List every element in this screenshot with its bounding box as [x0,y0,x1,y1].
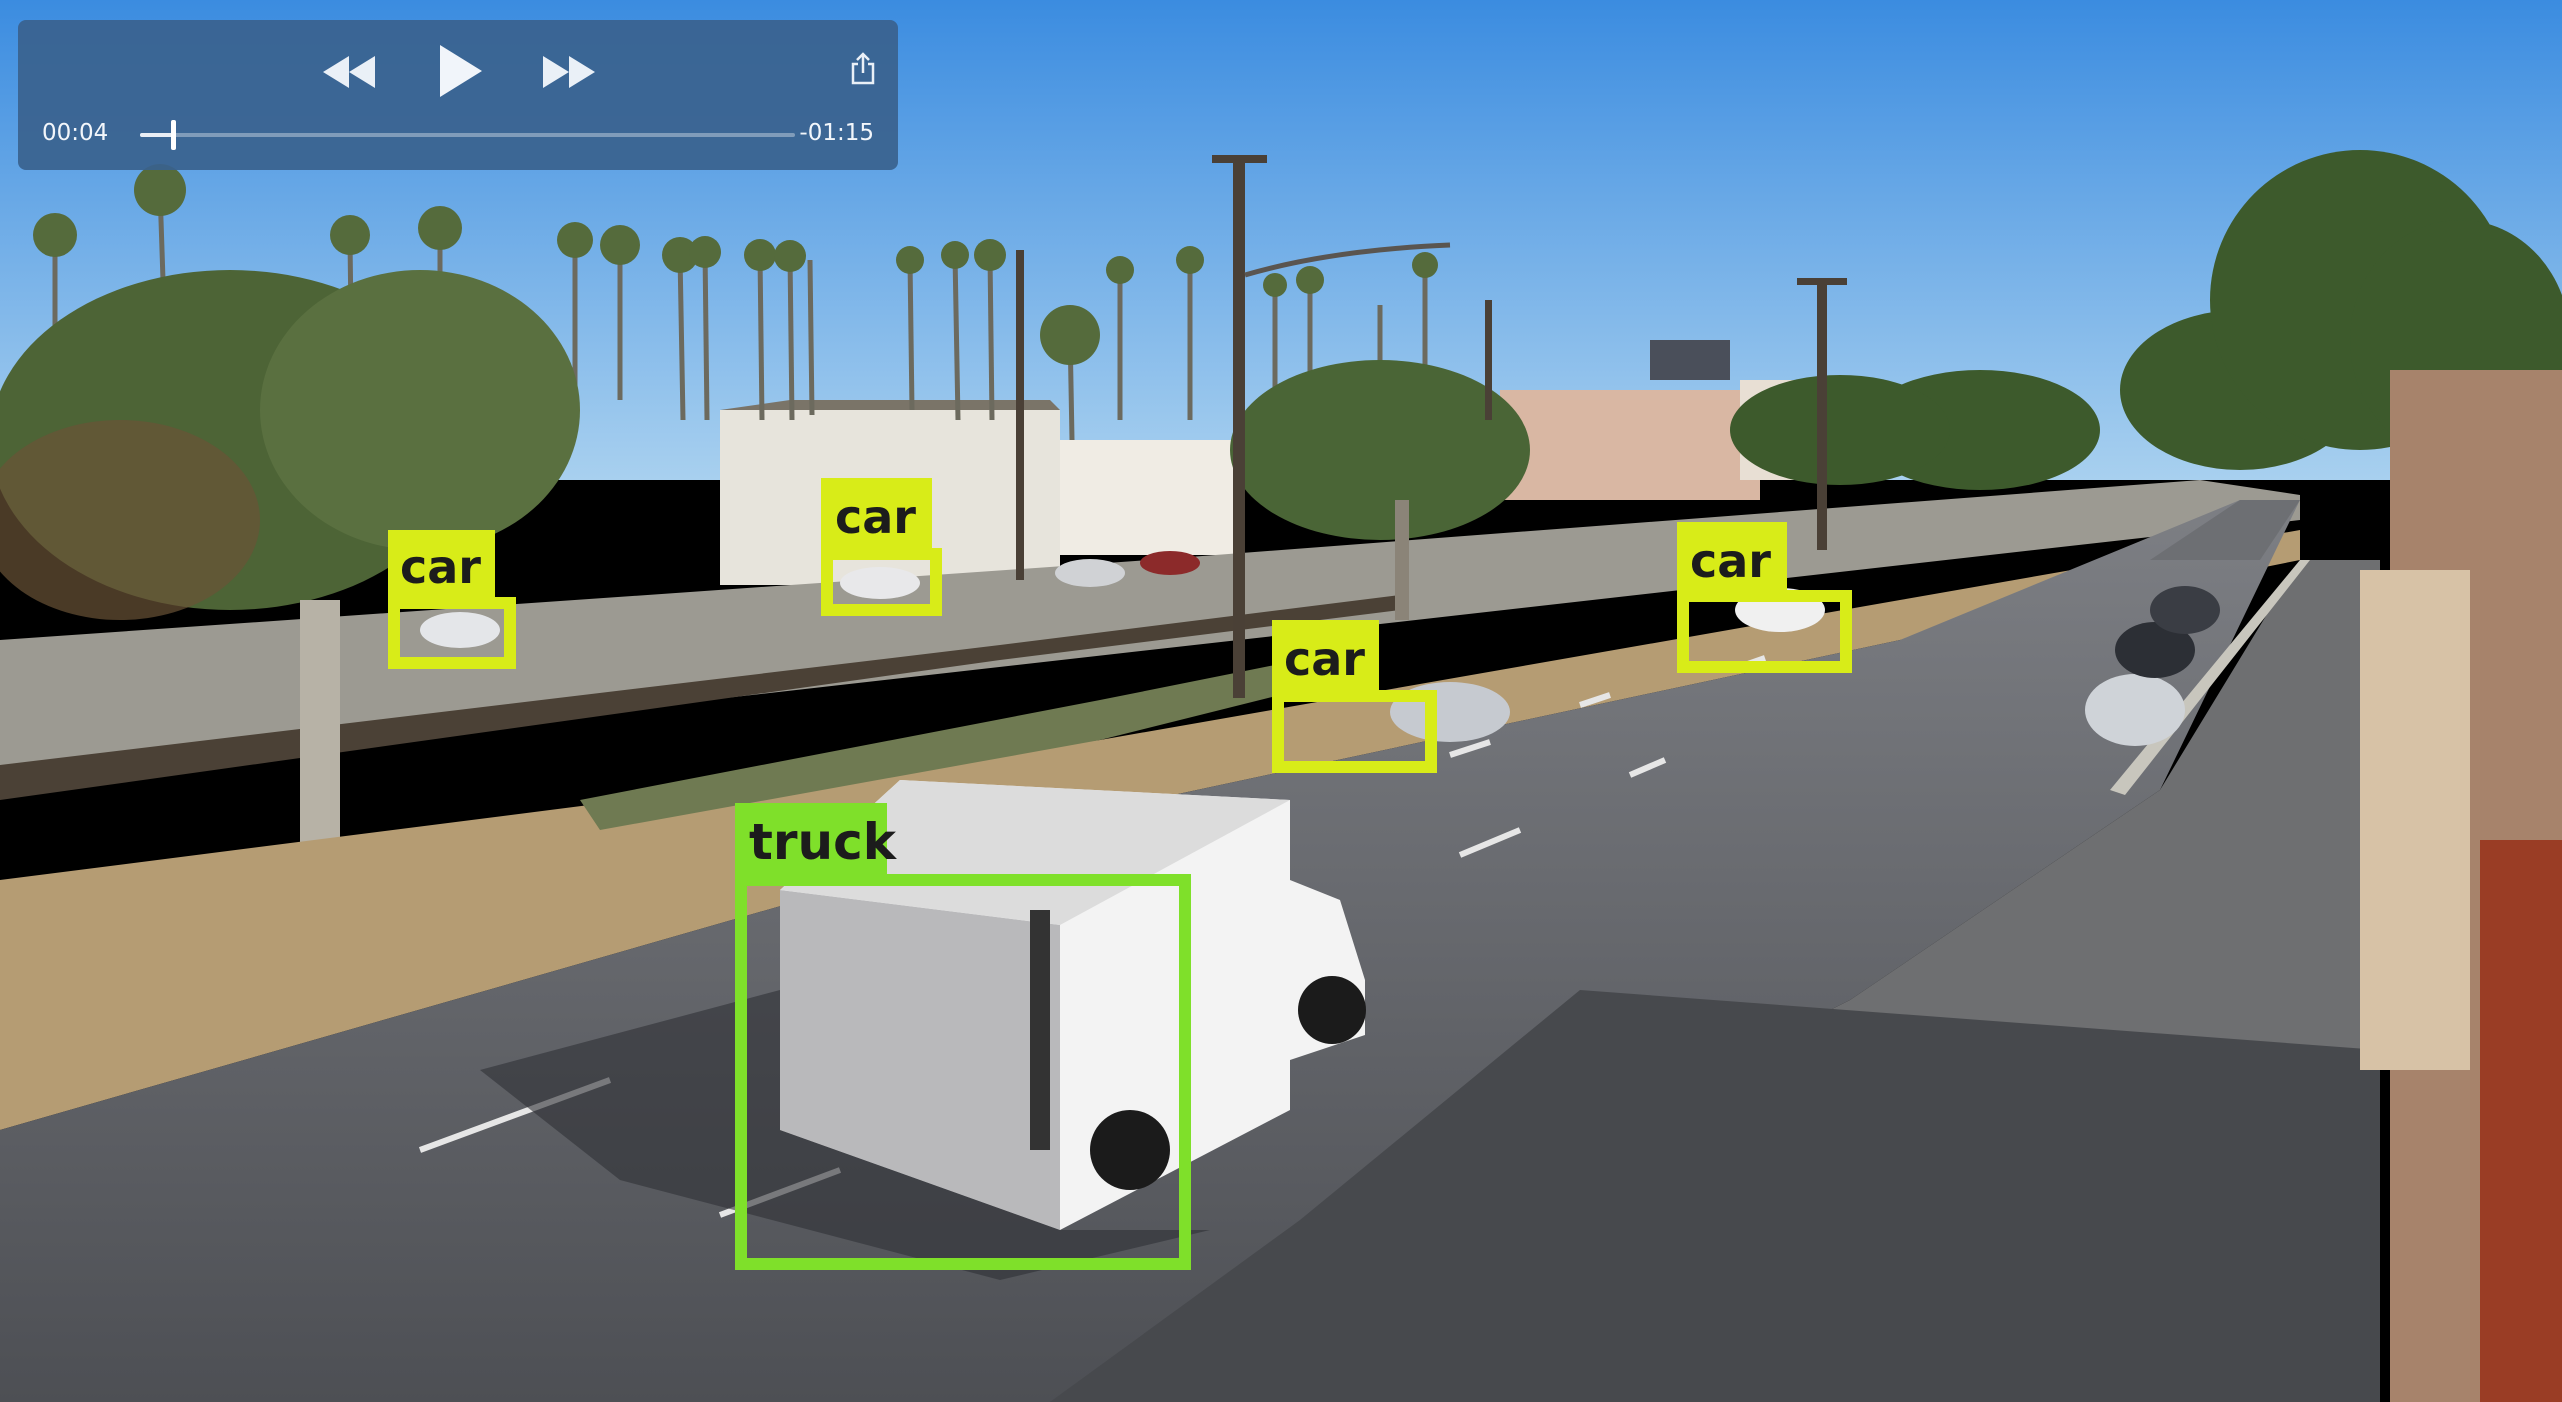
left-trees [0,270,1530,940]
bounding-box [735,874,1191,1270]
far-road [2150,500,2300,560]
cars-on-road [420,551,1825,742]
elapsed-time: 00:04 [42,120,109,146]
palm-fronds [33,164,1438,365]
fast-forward-button[interactable] [540,53,598,91]
palm-trees [52,189,1428,441]
roof-tile-edge [2480,840,2562,1402]
play-icon [440,45,482,97]
scrubber-handle[interactable] [170,120,176,150]
bounding-box [1272,690,1437,773]
rewind-icon [323,56,375,88]
sidewalk-shadow [1050,990,2380,1402]
bounding-box [1677,590,1852,673]
share-icon [851,52,875,85]
detection-label: truck [735,803,896,883]
detection-label: car [821,478,932,553]
utility-poles [1016,155,1847,698]
detection-label: car [1272,620,1379,695]
fast-forward-icon [543,56,595,88]
truck-shadow [480,990,1210,1280]
detection-label: car [1677,522,1787,597]
parked-cars [2085,586,2220,746]
box-truck [780,780,1366,1230]
playback-scrubber[interactable] [140,120,795,150]
rewind-button[interactable] [320,53,378,91]
parapet [2360,570,2470,1070]
play-button[interactable] [436,42,486,100]
scrubber-progress [140,133,173,137]
median-green [580,660,1300,830]
railroad-track [0,595,1400,800]
video-controls: 00:04 -01:15 [18,20,898,170]
detection-label: car [388,530,495,602]
bounding-box [821,548,942,616]
remaining-time: -01:15 [799,120,874,146]
share-button[interactable] [850,52,876,86]
bounding-box [388,597,516,669]
